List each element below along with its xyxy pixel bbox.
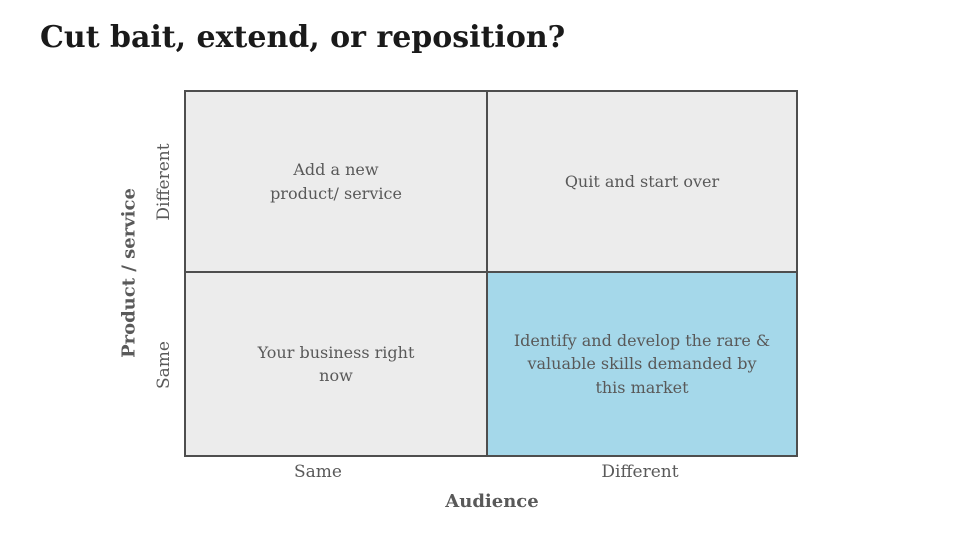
- x-tick-different: Different: [601, 462, 679, 482]
- quadrant-bottom-right-identify-develop-skills: Identify and develop the rare & valuable…: [488, 273, 796, 455]
- quadrant-top-left-add-new-product: Add a new product/ service: [186, 92, 488, 273]
- x-tick-same: Same: [294, 462, 342, 482]
- quadrant-bottom-left-your-business-now: Your business right now: [186, 273, 488, 455]
- y-axis-title-product-service: Product / service: [118, 188, 140, 358]
- matrix-grid: Add a new product/ service Quit and star…: [184, 90, 798, 457]
- x-axis-title-audience: Audience: [445, 491, 539, 512]
- slide-title: Cut bait, extend, or reposition?: [40, 20, 566, 55]
- quadrant-top-right-quit-start-over: Quit and start over: [488, 92, 796, 273]
- y-tick-different: Different: [154, 143, 174, 221]
- y-tick-same: Same: [154, 341, 174, 389]
